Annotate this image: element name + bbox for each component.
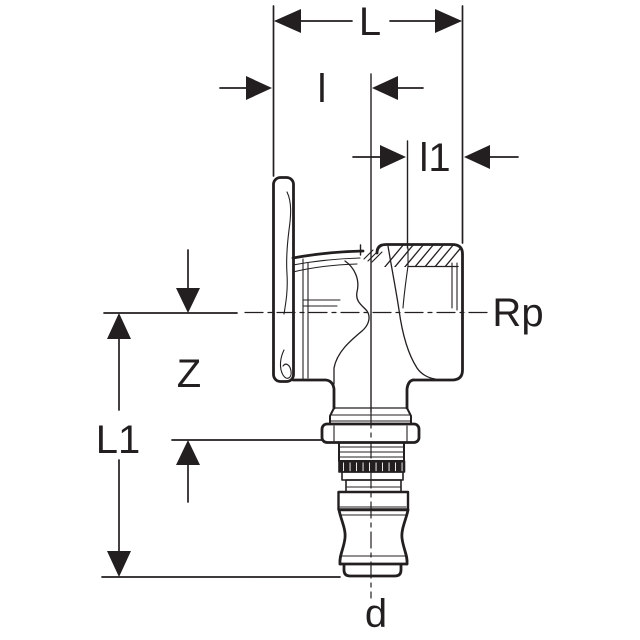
body-bottom-left <box>291 378 336 410</box>
thread-hatch <box>384 243 460 267</box>
body-bottom-right <box>405 378 415 410</box>
arrowhead-l-right <box>372 76 398 100</box>
dimension-L1 <box>107 313 131 577</box>
dim-label-Z: Z <box>176 352 202 396</box>
dimension-l <box>219 76 424 100</box>
dimension-Z <box>176 249 200 503</box>
bore-contour-left <box>333 260 370 385</box>
arrowhead-L-left <box>274 9 301 33</box>
pipe-outlet <box>320 407 421 578</box>
arrowhead-l1-right <box>464 145 490 169</box>
dim-label-l: l <box>317 67 327 111</box>
arrowhead-Z-bottom <box>176 440 200 465</box>
socket-outline <box>375 243 464 382</box>
dimension-L <box>274 9 462 33</box>
dim-label-l1: l1 <box>419 136 451 180</box>
arrowhead-l-left <box>246 76 272 100</box>
arrowhead-l1-left <box>380 145 406 169</box>
arrowhead-L-right <box>435 9 462 33</box>
arrowhead-Z-top <box>176 288 200 313</box>
wall-plate <box>272 176 295 383</box>
wall-plate-clip <box>279 349 292 379</box>
dimension-l1 <box>352 145 519 169</box>
outlet-barrel <box>337 508 347 566</box>
outlet-knurl-ring <box>338 460 406 473</box>
fitting-body <box>272 176 464 578</box>
dim-label-d: d <box>364 592 388 636</box>
dimension-lines <box>101 5 519 578</box>
body-top-edge <box>291 249 365 260</box>
dim-label-Rp: Rp <box>492 291 544 335</box>
dim-label-L: L <box>358 0 382 44</box>
wall-plate-profile <box>283 191 292 315</box>
dim-label-L1: L1 <box>95 418 141 462</box>
arrowhead-L1-bottom <box>107 551 131 577</box>
outlet-cap <box>338 562 409 578</box>
arrowhead-L1-top <box>107 313 131 339</box>
bore-contour-right <box>387 245 436 380</box>
